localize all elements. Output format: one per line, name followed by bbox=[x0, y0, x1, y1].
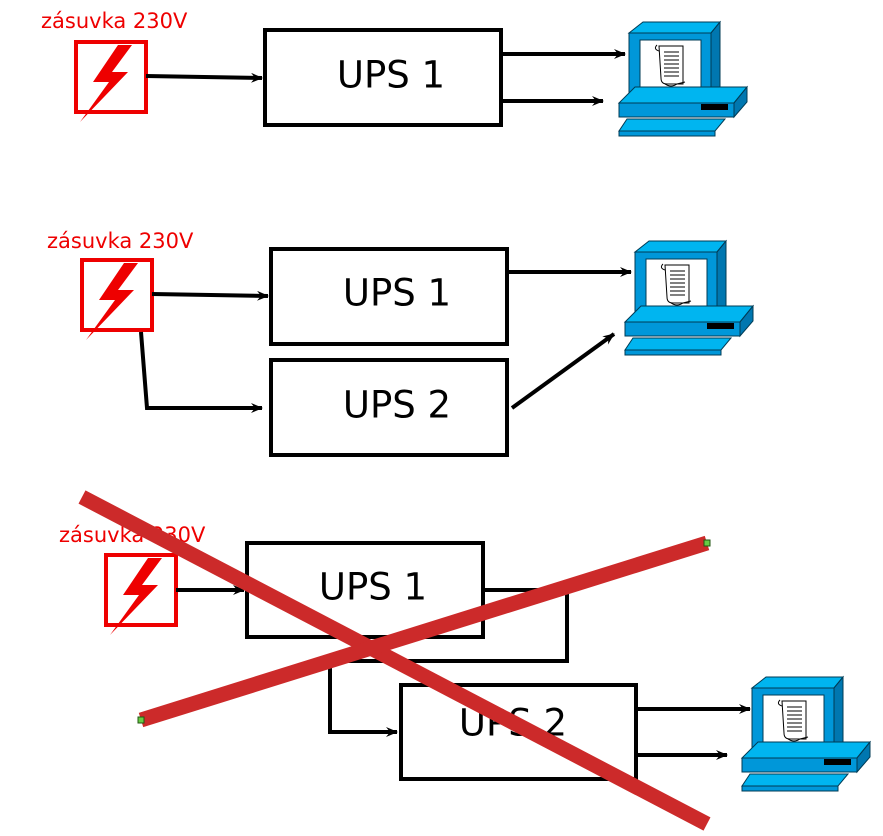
socket-to-ups2-arrow bbox=[139, 331, 263, 413]
power-socket-icon bbox=[104, 553, 178, 637]
socket-to-ups1-arrow bbox=[145, 72, 263, 83]
line-handle[interactable] bbox=[137, 716, 145, 724]
power-socket-icon bbox=[80, 258, 154, 342]
computer-icon bbox=[624, 240, 754, 356]
socket-to-ups1-arrow bbox=[151, 290, 269, 301]
power-socket-icon bbox=[74, 40, 148, 124]
ups1-box bbox=[269, 247, 509, 346]
ups1-label: UPS 1 bbox=[343, 272, 451, 315]
ups1-label: UPS 1 bbox=[337, 54, 445, 97]
ups2-box bbox=[269, 358, 509, 457]
socket-label: zásuvka 230V bbox=[47, 229, 194, 253]
computer-icon bbox=[741, 676, 871, 792]
socket-label: zásuvka 230V bbox=[41, 9, 188, 33]
line-handle[interactable] bbox=[703, 539, 711, 547]
computer-icon bbox=[618, 21, 748, 137]
diagram-dual-chained-ups: zásuvka 230V UPS 1 UPS 2 bbox=[59, 490, 871, 831]
cross-out-line-1 bbox=[78, 490, 711, 831]
ups2-label: UPS 2 bbox=[343, 384, 451, 427]
ups2-to-pc-arrow bbox=[510, 332, 616, 410]
diagram-dual-parallel-ups: zásuvka 230V UPS 1 UPS 2 bbox=[47, 229, 754, 457]
ups1-label: UPS 1 bbox=[319, 566, 427, 609]
ups1-box bbox=[263, 28, 503, 127]
cross-out-line-2 bbox=[138, 535, 710, 728]
diagram-single-ups: zásuvka 230V UPS 1 bbox=[41, 9, 748, 137]
cross-out-mark bbox=[78, 490, 711, 831]
